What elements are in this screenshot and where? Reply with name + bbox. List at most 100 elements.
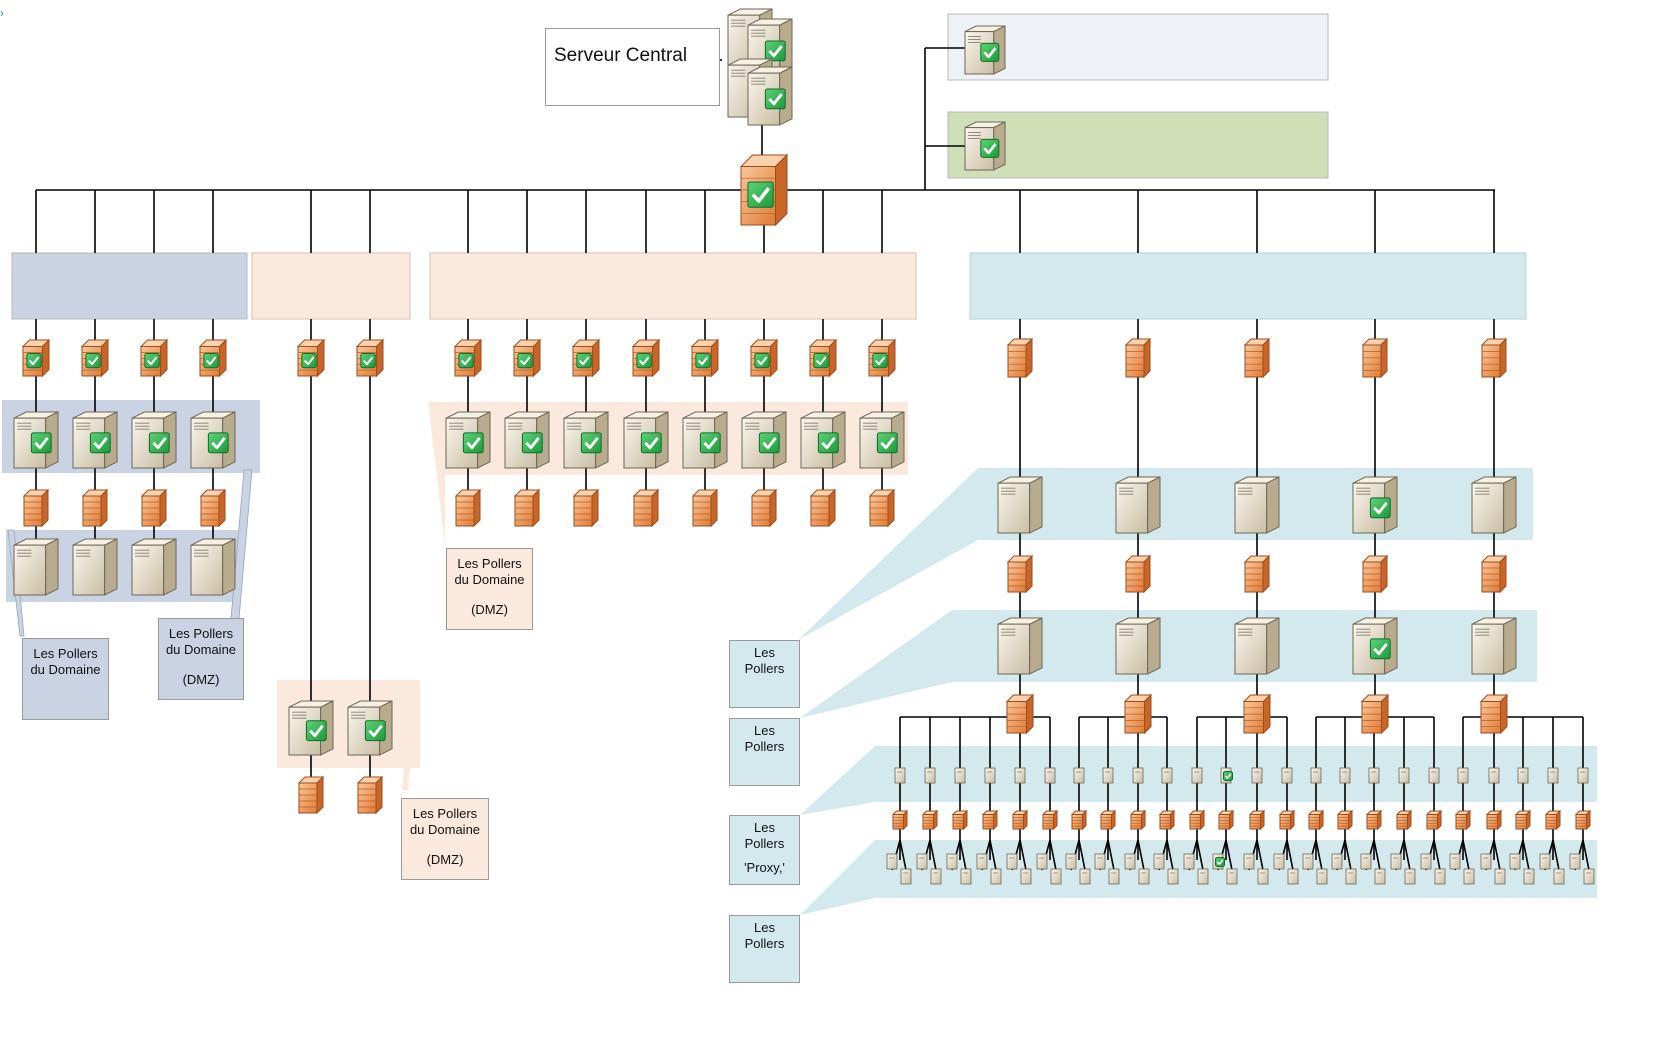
- server-check-icon: [190, 411, 236, 469]
- label-pollers-proxy: Les Pollers 'Proxy,': [729, 815, 800, 885]
- label-pollers-domaine-dmz-1: Les Pollers du Domaine (DMZ): [158, 618, 244, 700]
- firewall-icon: [1124, 554, 1152, 594]
- label-line: Les: [754, 645, 775, 660]
- mini-server-icon: [960, 868, 972, 885]
- firewall-icon: [199, 488, 227, 528]
- server-check-icon: [747, 66, 793, 126]
- server-check-icon: [964, 121, 1006, 171]
- label-line: du Domaine: [165, 642, 237, 657]
- firewall-icon: [1307, 809, 1325, 831]
- label-line: Les: [754, 920, 775, 935]
- connector-line: [1582, 839, 1590, 871]
- device-icons: [13, 8, 1595, 885]
- mini-server-icon: [1073, 767, 1085, 784]
- label-line: (DMZ): [471, 602, 508, 617]
- mini-server-icon: [1124, 853, 1136, 870]
- mini-server-icon: [1539, 853, 1551, 870]
- mini-server-icon: [1014, 767, 1026, 784]
- firewall-icon: [22, 488, 50, 528]
- firewall-check-icon: [571, 338, 601, 378]
- connector-line: [1462, 839, 1470, 871]
- server-check-icon: [72, 411, 118, 469]
- server-check-icon: [682, 411, 728, 469]
- firewall-icon: [1485, 809, 1503, 831]
- firewall-icon: [454, 488, 482, 528]
- label-line: Pollers: [744, 739, 785, 754]
- connector-line: [989, 839, 997, 871]
- mini-server-icon: [1161, 767, 1173, 784]
- mini-server-icon: [916, 853, 928, 870]
- mini-server-icon: [1428, 767, 1440, 784]
- firewall-icon: [1336, 809, 1354, 831]
- firewall-icon: [1242, 693, 1272, 735]
- mini-server-icon: [1108, 868, 1120, 885]
- mini-server-icon: [1310, 767, 1322, 784]
- connector-line: [1552, 839, 1560, 871]
- firewall-icon: [1070, 809, 1088, 831]
- callout-peach-small: [402, 680, 420, 790]
- firewall-check-icon: [453, 338, 483, 378]
- connector-line: [1403, 839, 1411, 871]
- label-line: Les Pollers: [33, 646, 98, 661]
- mini-server-icon: [1577, 767, 1589, 784]
- firewall-icon: [1041, 809, 1059, 831]
- label-pollers-domaine-dmz-2: Les Pollers du Domaine (DMZ): [446, 548, 533, 630]
- server-icon: [131, 538, 177, 596]
- label-line: Les Pollers: [168, 626, 234, 641]
- connector-line: [929, 839, 937, 871]
- connector-line: [1344, 839, 1352, 871]
- firewall-icon: [1158, 809, 1176, 831]
- connector-line: [1078, 839, 1086, 871]
- connector-line: [1433, 839, 1441, 871]
- mini-server-icon: [1281, 767, 1293, 784]
- connector-line: [1286, 839, 1294, 871]
- label-pollers-2: Les Pollers: [729, 718, 800, 786]
- firewall-icon: [691, 488, 719, 528]
- firewall-icon: [140, 488, 168, 528]
- mini-server-icon: [930, 868, 942, 885]
- mini-server-icon: [1547, 767, 1559, 784]
- firewall-check-icon: [690, 338, 720, 378]
- label-pollers-domaine-dmz-3: Les Pollers du Domaine (DMZ): [401, 798, 489, 880]
- mini-server-icon: [1273, 853, 1285, 870]
- group-cyan-header: [969, 252, 1527, 320]
- server-icon: [1471, 476, 1517, 534]
- label-line: (DMZ): [426, 852, 464, 867]
- top-right-gray-box: [947, 13, 1329, 81]
- mini-server-icon: [1398, 767, 1410, 784]
- firewall-icon: [1188, 809, 1206, 831]
- mini-server-icon: [1374, 868, 1386, 885]
- mini-server-icon: [1287, 868, 1299, 885]
- server-check-icon: [1352, 617, 1398, 675]
- firewall-icon: [1365, 809, 1383, 831]
- callout-cyan-3: [800, 746, 875, 815]
- firewall-check-icon: [749, 338, 779, 378]
- mini-server-icon: [1132, 767, 1144, 784]
- label-line: 'Proxy,': [744, 860, 785, 875]
- firewall-icon: [1123, 693, 1153, 735]
- server-check-icon: [13, 411, 59, 469]
- firewall-icon: [1006, 337, 1034, 379]
- firewall-icon: [1278, 809, 1296, 831]
- firewall-icon: [81, 488, 109, 528]
- label-line: du Domaine: [409, 822, 481, 837]
- label-line: Les Pollers: [412, 806, 478, 821]
- mini-server-icon: [1583, 868, 1595, 885]
- mini-server-icon: [1036, 853, 1048, 870]
- label-line: Les Pollers: [457, 556, 522, 571]
- mini-server-icon: [984, 767, 996, 784]
- group-peach-header-large: [429, 252, 917, 320]
- firewall-check-icon: [139, 338, 169, 378]
- group-blue-header: [11, 252, 248, 320]
- mini-server-icon: [1243, 853, 1255, 870]
- label-pollers-3: Les Pollers: [729, 915, 800, 983]
- label-line: Les: [754, 723, 775, 738]
- connector-line: [959, 839, 967, 871]
- firewall-icon: [951, 809, 969, 831]
- firewall-icon: [1454, 809, 1472, 831]
- mini-server-icon: [1494, 868, 1506, 885]
- mini-server-icon: [1368, 767, 1380, 784]
- connector-line: [1137, 839, 1145, 871]
